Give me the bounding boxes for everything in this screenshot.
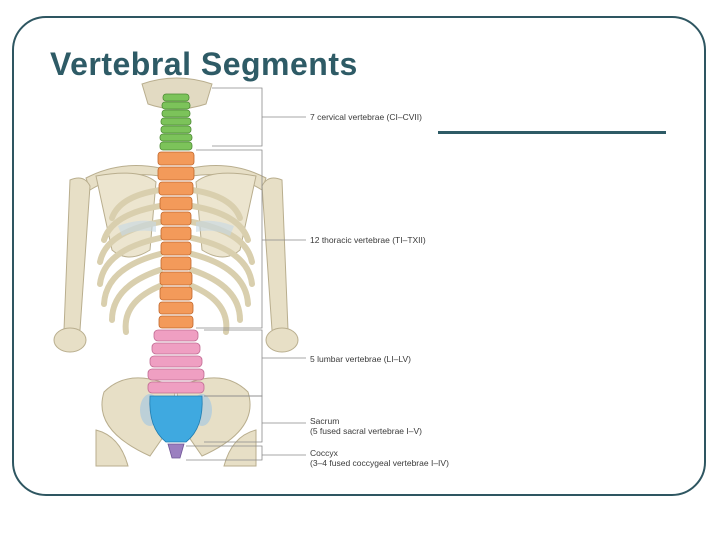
label-leaders [186, 87, 306, 461]
sacrum-label: Sacrum [310, 416, 340, 426]
thoracic-vertebrae [157, 151, 195, 329]
slide-frame [12, 16, 706, 496]
title-underline [438, 131, 666, 134]
slide-title: Vertebral Segments [50, 46, 358, 82]
right-femur-head [223, 429, 257, 467]
rib-cage [97, 187, 255, 335]
thoracic-label: 12 thoracic vertebrae (TI–TXII) [310, 235, 426, 245]
right-elbow [265, 327, 299, 353]
left-femur-head [95, 429, 129, 467]
cervical-label: 7 cervical vertebrae (CI–CVII) [310, 112, 422, 122]
lumbar-label: 5 lumbar vertebrae (LI–LV) [310, 354, 411, 364]
lumbar-vertebrae [147, 329, 205, 394]
coccyx [167, 443, 185, 459]
skull-base [141, 77, 213, 110]
coccyx-detail: (3–4 fused coccygeal vertebrae I–IV) [310, 458, 449, 468]
right-humerus [261, 177, 289, 336]
rib-shadows [118, 220, 234, 236]
sacrum [149, 395, 203, 443]
coccyx-label: Coccyx [310, 448, 338, 458]
sacrum-detail: (5 fused sacral vertebrae I–V) [310, 426, 422, 436]
cervical-vertebrae [159, 93, 193, 151]
left-humerus [63, 177, 91, 336]
left-elbow [53, 327, 87, 353]
